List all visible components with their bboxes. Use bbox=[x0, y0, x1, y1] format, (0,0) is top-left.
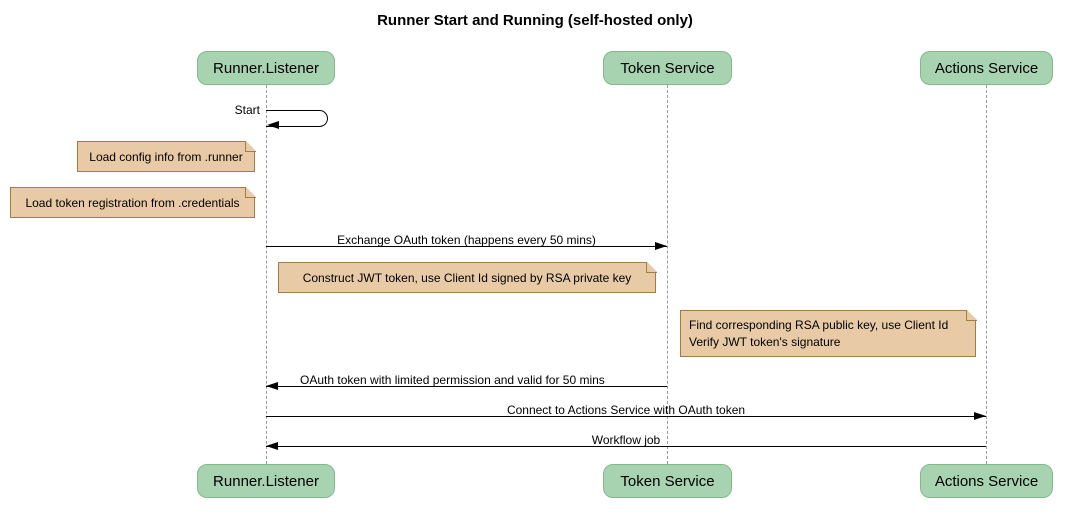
participant-bottom-actions-service: Actions Service bbox=[920, 464, 1053, 498]
lifeline-actions-service bbox=[986, 85, 987, 464]
note-text: Load token registration from .credential… bbox=[25, 195, 240, 210]
participant-label: Actions Service bbox=[934, 472, 1039, 490]
message-workflow-job-label: Workflow job bbox=[591, 433, 661, 447]
arrowhead-left-icon bbox=[266, 442, 278, 450]
self-message-loop bbox=[266, 110, 328, 127]
note-fold-icon bbox=[244, 186, 256, 198]
note-verify-jwt: Find corresponding RSA public key, use C… bbox=[680, 309, 977, 357]
lifeline-token-service bbox=[667, 85, 668, 464]
diagram-title: Runner Start and Running (self-hosted on… bbox=[377, 12, 693, 29]
message-oauth-return-label: OAuth token with limited permission and … bbox=[300, 373, 605, 387]
arrowhead-left-icon bbox=[267, 121, 279, 129]
note-load-config: Load config info from .runner bbox=[77, 140, 256, 172]
participant-label: Token Service bbox=[620, 472, 715, 490]
note-text: Construct JWT token, use Client Id signe… bbox=[302, 270, 632, 285]
note-text-line2: Verify JWT token's signature bbox=[689, 334, 841, 349]
participant-top-token-service: Token Service bbox=[603, 51, 732, 85]
participant-label: Actions Service bbox=[934, 59, 1039, 77]
note-fold-icon bbox=[244, 140, 256, 152]
note-load-token-registration: Load token registration from .credential… bbox=[10, 186, 256, 218]
message-connect-line bbox=[266, 416, 986, 417]
message-workflow-job-line bbox=[266, 446, 986, 447]
note-fold-icon bbox=[965, 309, 977, 321]
message-exchange-oauth-label: Exchange OAuth token (happens every 50 m… bbox=[337, 233, 596, 247]
message-oauth-return-line bbox=[266, 386, 667, 387]
arrowhead-left-icon bbox=[266, 382, 278, 390]
note-text-line1: Find corresponding RSA public key, use C… bbox=[689, 317, 949, 332]
participant-top-runner-listener: Runner.Listener bbox=[197, 51, 335, 85]
participant-label: Runner.Listener bbox=[213, 472, 319, 490]
lifeline-runner-listener bbox=[266, 85, 267, 464]
message-exchange-oauth-line bbox=[266, 246, 667, 247]
participant-top-actions-service: Actions Service bbox=[920, 51, 1053, 85]
participant-bottom-token-service: Token Service bbox=[603, 464, 732, 498]
participant-bottom-runner-listener: Runner.Listener bbox=[197, 464, 335, 498]
note-fold-icon bbox=[645, 261, 657, 273]
message-connect-label: Connect to Actions Service with OAuth to… bbox=[506, 403, 746, 417]
arrowhead-right-icon bbox=[974, 412, 986, 420]
note-text: Load config info from .runner bbox=[89, 149, 243, 164]
participant-label: Runner.Listener bbox=[213, 59, 319, 77]
arrowhead-right-icon bbox=[655, 242, 667, 250]
participant-label: Token Service bbox=[620, 59, 715, 77]
note-construct-jwt: Construct JWT token, use Client Id signe… bbox=[278, 261, 657, 293]
message-start-label: Start bbox=[234, 103, 260, 117]
